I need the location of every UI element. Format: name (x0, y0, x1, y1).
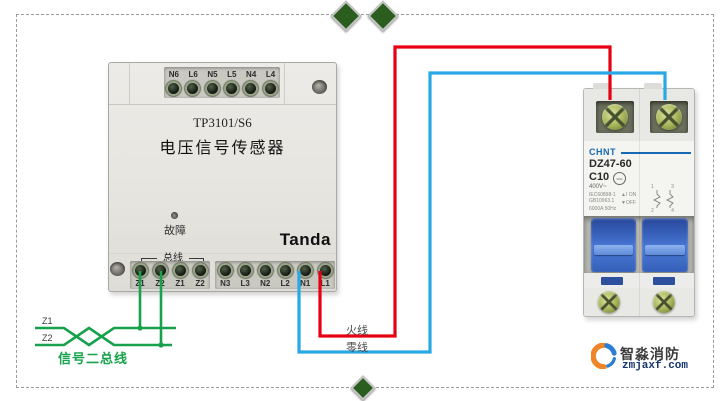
terminal-screw-icon (174, 265, 186, 276)
terminal-label: N2 (260, 278, 271, 288)
watermark-site: zmjaxf.com (622, 360, 689, 372)
terminal-label: N5 (207, 69, 218, 79)
sensor-top-terminal-labels: N6 L6 N5 L5 N4 L4 (164, 69, 280, 79)
sensor-power-terminal-labels: N3 L3 N2 L2 N1 L1 (215, 278, 335, 288)
breaker-terminal-recess (650, 101, 688, 133)
pole-seam (639, 89, 640, 316)
terminal-screw-icon (187, 83, 199, 94)
live-wire-label: 火线 (346, 325, 368, 337)
sensor-top-terminal-strip: N6 L6 N5 L5 N4 L4 (164, 67, 280, 98)
fault-label: 故障 (164, 225, 186, 237)
bus-z2-label: Z2 (42, 333, 53, 343)
breaker-voltage: 400V~ (589, 184, 607, 190)
terminal-screw-icon (319, 265, 331, 276)
brand-underline (621, 152, 691, 154)
terminal-screw-icon (653, 291, 675, 313)
terminal-screw-icon (264, 83, 276, 94)
terminal-label: N6 (168, 69, 179, 79)
terminal-label: L5 (227, 69, 237, 79)
sensor-bus-terminal-labels: Z1 Z2 Z1 Z2 (130, 278, 210, 288)
sensor-model: TP3101/S6 (193, 115, 252, 130)
signal-bus-caption: 信号二总线 (58, 351, 129, 366)
on-label: I ON (625, 192, 637, 198)
terminal-screw-icon (219, 265, 231, 276)
terminal-label: N4 (246, 69, 257, 79)
bus-bracket-line (141, 258, 157, 259)
terminal-label: Z1 (175, 278, 185, 288)
breaker-toggle-right[interactable] (642, 218, 688, 272)
mounting-hole-icon (110, 262, 125, 276)
off-label: OFF (625, 200, 636, 206)
bus-bracket-line (189, 258, 203, 259)
terminal-screw-icon (154, 265, 166, 276)
breaker-brand: CHNT (589, 147, 616, 157)
bus-bracket-label: 总线 (163, 253, 183, 264)
terminal-screw-icon (226, 83, 238, 94)
neutral-wire-label: 零线 (346, 342, 368, 354)
terminal-screw-icon (239, 265, 251, 276)
terminal-screw-icon (598, 291, 620, 313)
zhimiao-logo-icon (591, 343, 617, 369)
watermark-brand: 智淼消防 (620, 346, 680, 362)
breaker-standard-2: GB10963.1 (589, 198, 615, 204)
ccc-mark-icon: ccc (613, 172, 626, 185)
sensor-seam (109, 104, 336, 105)
terminal-screw-icon (279, 265, 291, 276)
terminal-screw-icon (245, 83, 257, 94)
sensor-brand: Tanda (279, 230, 331, 249)
terminal-screw-icon (602, 104, 628, 130)
indicator-slot (653, 277, 675, 285)
terminal-screw-icon (168, 83, 180, 94)
indicator-slot (601, 277, 623, 285)
sensor-seam (109, 253, 336, 254)
toggle-handle[interactable] (645, 245, 685, 255)
sensor-top-terminal-screws (164, 81, 280, 96)
terminal-screw-icon (656, 104, 682, 130)
terminal-label: Z1 (135, 278, 145, 288)
terminal-label: L1 (320, 278, 330, 288)
toggle-handle[interactable] (594, 245, 633, 255)
terminal-label: Z2 (155, 278, 165, 288)
on-indicator: ▲I ON (621, 192, 636, 198)
sensor-seam (129, 63, 130, 104)
terminal-label: Z2 (195, 278, 205, 288)
terminal-screw-icon (299, 265, 311, 276)
terminal-screw-icon (194, 265, 206, 276)
breaker-terminal-recess (596, 101, 634, 133)
breaker-rating: C10 (589, 171, 610, 183)
sensor-power-terminal-screws (215, 263, 335, 278)
terminal-screw-icon (134, 265, 146, 276)
pole-schematic-bottom: 2 4 (651, 208, 682, 214)
sensor-power-terminal-strip: N3 L3 N2 L2 N1 L1 (215, 261, 335, 289)
sensor-seam (284, 63, 285, 104)
pole-schematic-icon (652, 190, 674, 208)
terminal-label: L4 (265, 69, 276, 79)
sensor-title: 电压信号传感器 (159, 140, 286, 157)
terminal-label: N1 (300, 278, 311, 288)
terminal-screw-icon (206, 83, 218, 94)
sensor-bus-terminal-strip: Z1 Z2 Z1 Z2 (130, 261, 210, 289)
mounting-hole-icon (312, 80, 327, 94)
breaker-spec: 6000A 50Hz (589, 206, 617, 212)
bus-z1-label: Z1 (42, 316, 53, 326)
breaker-model: DZ47-60 (589, 158, 632, 170)
terminal-label: L2 (280, 278, 290, 288)
off-indicator: ▼OFF (621, 200, 636, 206)
terminal-label: L3 (240, 278, 250, 288)
fault-led-icon (171, 212, 178, 219)
breaker-toggle-left[interactable] (591, 218, 636, 272)
terminal-label: L6 (188, 69, 198, 79)
sensor-bus-terminal-screws (130, 263, 210, 278)
terminal-screw-icon (259, 265, 271, 276)
terminal-label: N3 (220, 278, 231, 288)
circuit-breaker: CHNT DZ47-60 C10 ccc 400V~ IEC60898-1 GB… (583, 83, 695, 317)
